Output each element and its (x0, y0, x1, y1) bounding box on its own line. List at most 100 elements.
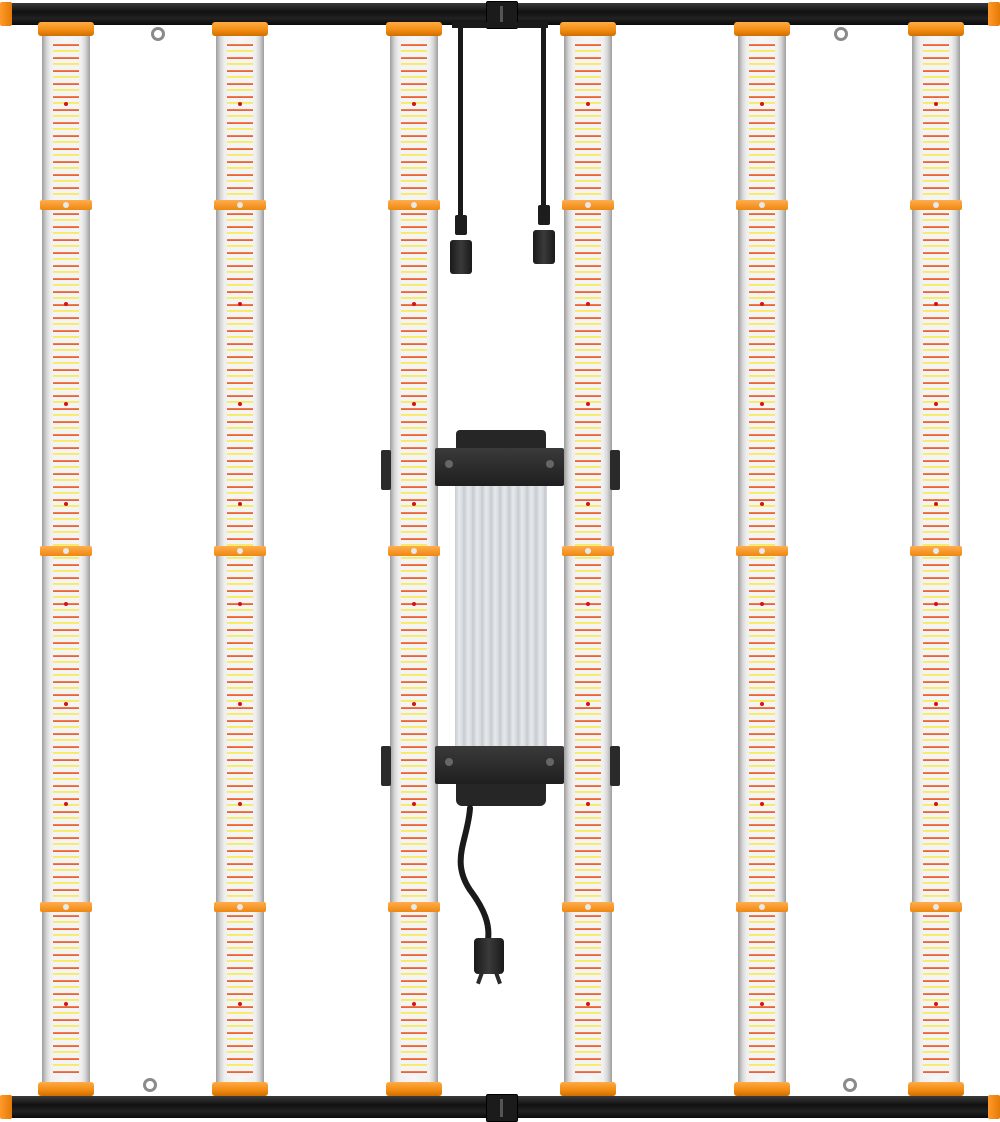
red-led-dot (760, 702, 764, 706)
ring-icon (834, 27, 848, 41)
iec-connector-icon (533, 230, 555, 264)
red-led-dot (238, 302, 242, 306)
led-bar-2 (212, 22, 268, 1096)
led-diode-strip (53, 42, 79, 1076)
bar-mid-clip (562, 902, 614, 912)
bar-mid-clip (214, 902, 266, 912)
red-led-dot (760, 102, 764, 106)
connector-neck-right (538, 205, 550, 225)
red-led-dot (760, 802, 764, 806)
led-bar-4 (560, 22, 616, 1096)
red-led-dot (586, 602, 590, 606)
led-diode-strip (575, 42, 601, 1076)
bar-top-cap (38, 22, 94, 36)
red-led-dot (64, 802, 68, 806)
bar-top-cap (212, 22, 268, 36)
bracket-arm-bottom-left (381, 746, 391, 786)
red-led-dot (934, 702, 938, 706)
red-led-dot (934, 802, 938, 806)
red-led-dot (238, 602, 242, 606)
red-led-dot (586, 702, 590, 706)
cable-junction (452, 22, 548, 46)
bar-top-cap (560, 22, 616, 36)
driver-cable-left (458, 22, 463, 222)
led-diode-strip (227, 42, 253, 1076)
red-led-dot (760, 402, 764, 406)
connector-neck-left (455, 215, 467, 235)
bottom-rail-end-cap-left (0, 1095, 12, 1119)
led-bar-1 (38, 22, 94, 1096)
bar-mid-clip (910, 902, 962, 912)
red-led-dot (934, 102, 938, 106)
red-led-dot (64, 402, 68, 406)
led-diode-strip (923, 42, 949, 1076)
driver-top-cap (456, 430, 546, 452)
red-led-dot (238, 1002, 242, 1006)
red-led-dot (760, 602, 764, 606)
red-led-dot (586, 802, 590, 806)
red-led-dot (64, 1002, 68, 1006)
bar-mid-clip (562, 546, 614, 556)
ring-icon (151, 27, 165, 41)
bar-mid-clip (388, 546, 440, 556)
ring-icon (843, 1078, 857, 1092)
led-diode-strip (749, 42, 775, 1076)
red-led-dot (412, 1002, 416, 1006)
red-led-dot (586, 402, 590, 406)
bar-mid-clip (910, 546, 962, 556)
top-rail-end-cap-left (0, 2, 12, 26)
bar-mid-clip (40, 546, 92, 556)
red-led-dot (412, 702, 416, 706)
red-led-dot (760, 1002, 764, 1006)
bar-top-cap (734, 22, 790, 36)
bar-mid-clip (40, 902, 92, 912)
bar-mid-clip (40, 200, 92, 210)
red-led-dot (586, 102, 590, 106)
bar-bottom-cap (212, 1082, 268, 1096)
red-led-dot (64, 102, 68, 106)
red-led-dot (238, 702, 242, 706)
bar-bottom-cap (908, 1082, 964, 1096)
bar-mid-clip (910, 200, 962, 210)
led-bar-6 (908, 22, 964, 1096)
bar-mid-clip (388, 902, 440, 912)
power-plug-icon (474, 938, 504, 974)
led-diode-strip (401, 42, 427, 1076)
led-bar-3 (386, 22, 442, 1096)
red-led-dot (238, 502, 242, 506)
ring-icon (143, 1078, 157, 1092)
red-led-dot (64, 502, 68, 506)
red-led-dot (934, 402, 938, 406)
driver-bracket-bottom (435, 746, 564, 784)
bar-mid-clip (736, 200, 788, 210)
power-cord-path (457, 805, 492, 943)
bottom-frame-rail (0, 1094, 1000, 1122)
red-led-dot (412, 402, 416, 406)
red-led-dot (238, 102, 242, 106)
iec-connector-icon (450, 240, 472, 274)
red-led-dot (412, 302, 416, 306)
red-led-dot (760, 502, 764, 506)
bracket-arm-top-left (381, 450, 391, 490)
red-led-dot (934, 1002, 938, 1006)
bar-bottom-cap (560, 1082, 616, 1096)
red-led-dot (934, 602, 938, 606)
bar-mid-clip (388, 200, 440, 210)
bar-mid-clip (562, 200, 614, 210)
driver-bracket-top (435, 448, 564, 486)
bar-mid-clip (214, 546, 266, 556)
red-led-dot (412, 602, 416, 606)
red-led-dot (238, 402, 242, 406)
bottom-rail-joint (486, 1094, 518, 1122)
driver-cable-right (541, 22, 546, 212)
red-led-dot (760, 302, 764, 306)
led-driver-body (455, 486, 547, 748)
bar-bottom-cap (386, 1082, 442, 1096)
power-cord (457, 805, 492, 943)
bar-top-cap (386, 22, 442, 36)
red-led-dot (412, 802, 416, 806)
red-led-dot (412, 502, 416, 506)
red-led-dot (412, 102, 416, 106)
red-led-dot (238, 802, 242, 806)
bar-bottom-cap (734, 1082, 790, 1096)
